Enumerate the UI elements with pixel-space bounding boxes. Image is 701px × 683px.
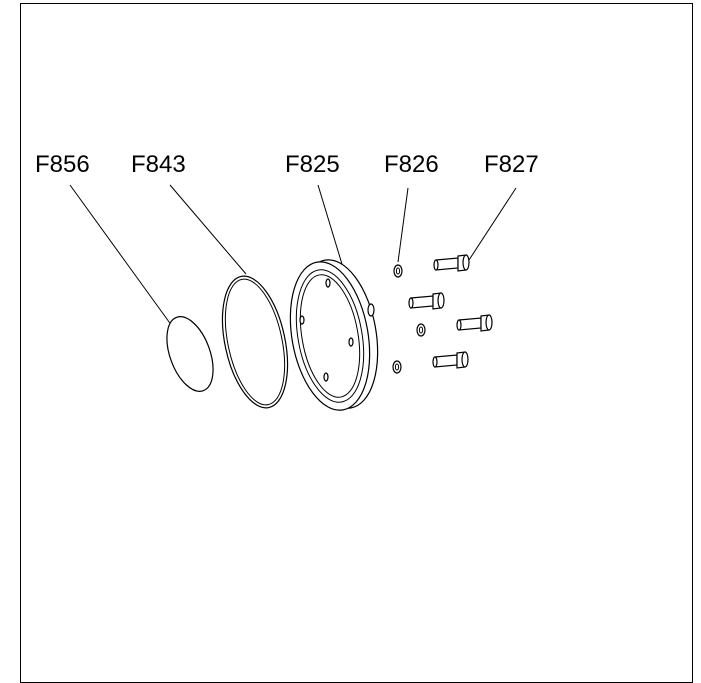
leader-f856 xyxy=(69,184,173,327)
part-f825-flange xyxy=(289,259,379,411)
callout-f825: F825 xyxy=(285,151,340,178)
screw-3 xyxy=(456,314,493,332)
callout-f827: F827 xyxy=(484,151,539,178)
screw-2 xyxy=(408,292,445,310)
screw-1 xyxy=(433,254,470,272)
part-f843-oring xyxy=(221,275,289,409)
leader-f825 xyxy=(317,184,346,275)
exploded-view-diagram: F856 F843 F825 F826 F827 xyxy=(35,151,539,411)
leader-f843 xyxy=(169,184,247,275)
leader-lines xyxy=(69,184,517,327)
part-f827-screws xyxy=(408,254,493,369)
leader-f827 xyxy=(468,187,517,261)
screw-4 xyxy=(432,351,469,369)
leader-f826 xyxy=(397,187,409,263)
callout-f826: F826 xyxy=(384,151,439,178)
callout-f856: F856 xyxy=(35,151,90,178)
callout-f843: F843 xyxy=(131,151,186,178)
part-f826-washers xyxy=(392,264,426,374)
part-f856-window xyxy=(166,316,214,392)
